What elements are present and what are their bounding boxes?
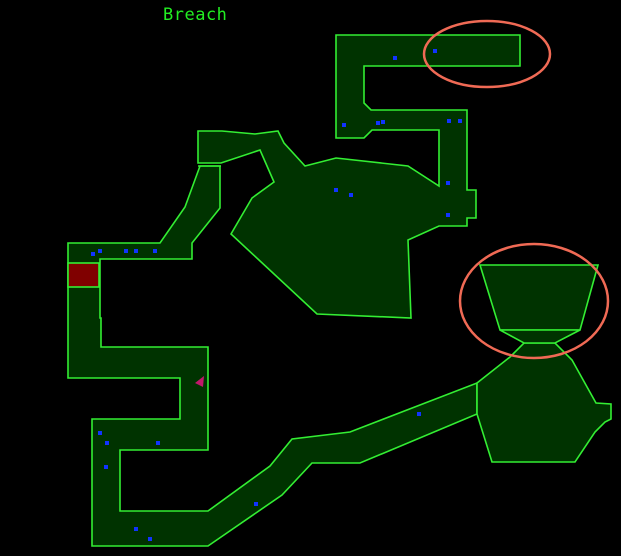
enemy-marker (458, 119, 462, 123)
map-title: Breach (163, 5, 228, 25)
enemy-marker (446, 213, 450, 217)
enemy-marker (349, 193, 353, 197)
enemy-marker (153, 249, 157, 253)
trapezoid-connector (499, 329, 581, 344)
enemy-marker (156, 441, 160, 445)
enemy-markers (91, 49, 462, 541)
exit-zone (67, 262, 100, 288)
left-corridor (67, 165, 478, 547)
enemy-marker (254, 502, 258, 506)
trapezoid-room (478, 264, 600, 331)
enemy-marker (334, 188, 338, 192)
enemy-marker (98, 431, 102, 435)
enemy-marker (91, 252, 95, 256)
enemy-marker (417, 412, 421, 416)
enemy-marker (105, 441, 109, 445)
enemy-marker (393, 56, 397, 60)
lower-right-hall (476, 342, 612, 463)
enemy-marker (134, 249, 138, 253)
enemy-marker (446, 181, 450, 185)
enemy-marker (104, 465, 108, 469)
player-marker-icon (195, 376, 204, 387)
enemy-marker (124, 249, 128, 253)
enemy-marker (376, 121, 380, 125)
enemy-marker (148, 537, 152, 541)
highlight-ellipse-top (422, 19, 552, 89)
enemy-marker (98, 249, 102, 253)
enemy-marker (447, 119, 451, 123)
upper-room-complex (197, 34, 521, 319)
highlight-ellipse-trapezoid (458, 242, 610, 360)
enemy-marker (134, 527, 138, 531)
enemy-marker (433, 49, 437, 53)
enemy-marker (342, 123, 346, 127)
enemy-marker (381, 120, 385, 124)
